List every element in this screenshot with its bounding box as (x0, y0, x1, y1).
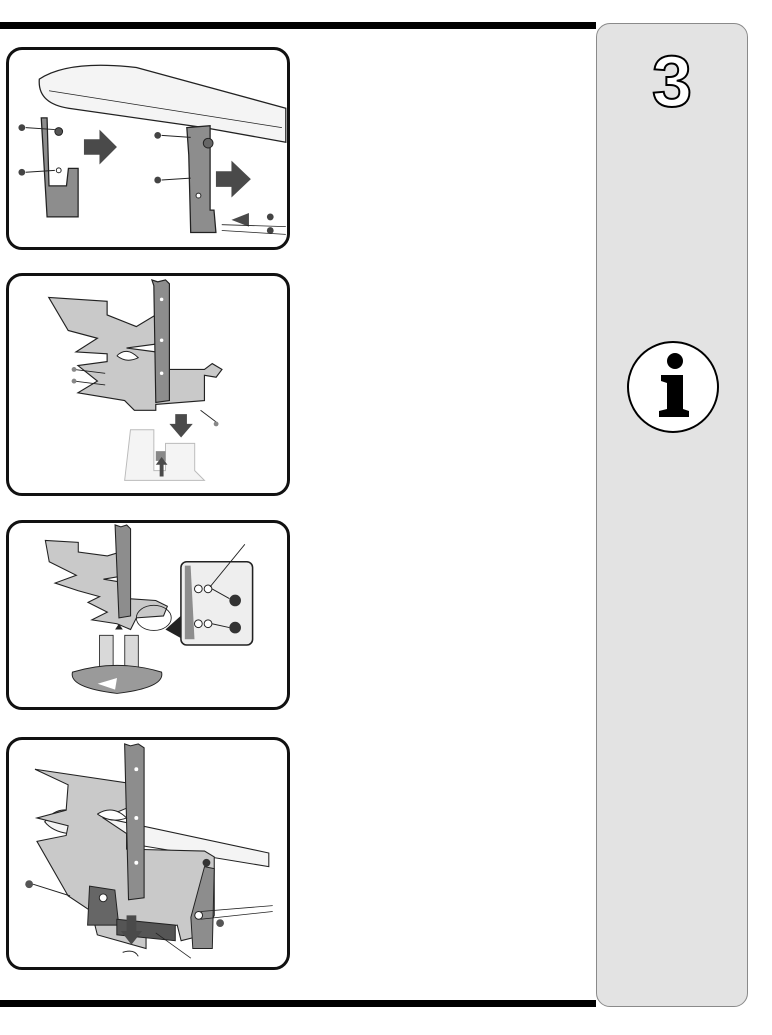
bolt-detail-illustration (6, 520, 290, 710)
attach-bracket-assembly-illustration (6, 273, 290, 496)
step-sidebar: 3 (596, 23, 748, 1007)
installed-bracket-illustration (6, 737, 290, 970)
mount-brackets-illustration (6, 47, 290, 250)
top-rule (0, 22, 596, 29)
info-icon (627, 341, 719, 433)
bolt-detail-drawing (44, 524, 254, 694)
installed-bracket-drawing (25, 743, 273, 959)
attach-bracket-assembly-drawing (47, 278, 223, 481)
bottom-rule (0, 1000, 596, 1007)
mount-brackets-drawing (18, 64, 287, 235)
step-number: 3 (651, 42, 693, 122)
